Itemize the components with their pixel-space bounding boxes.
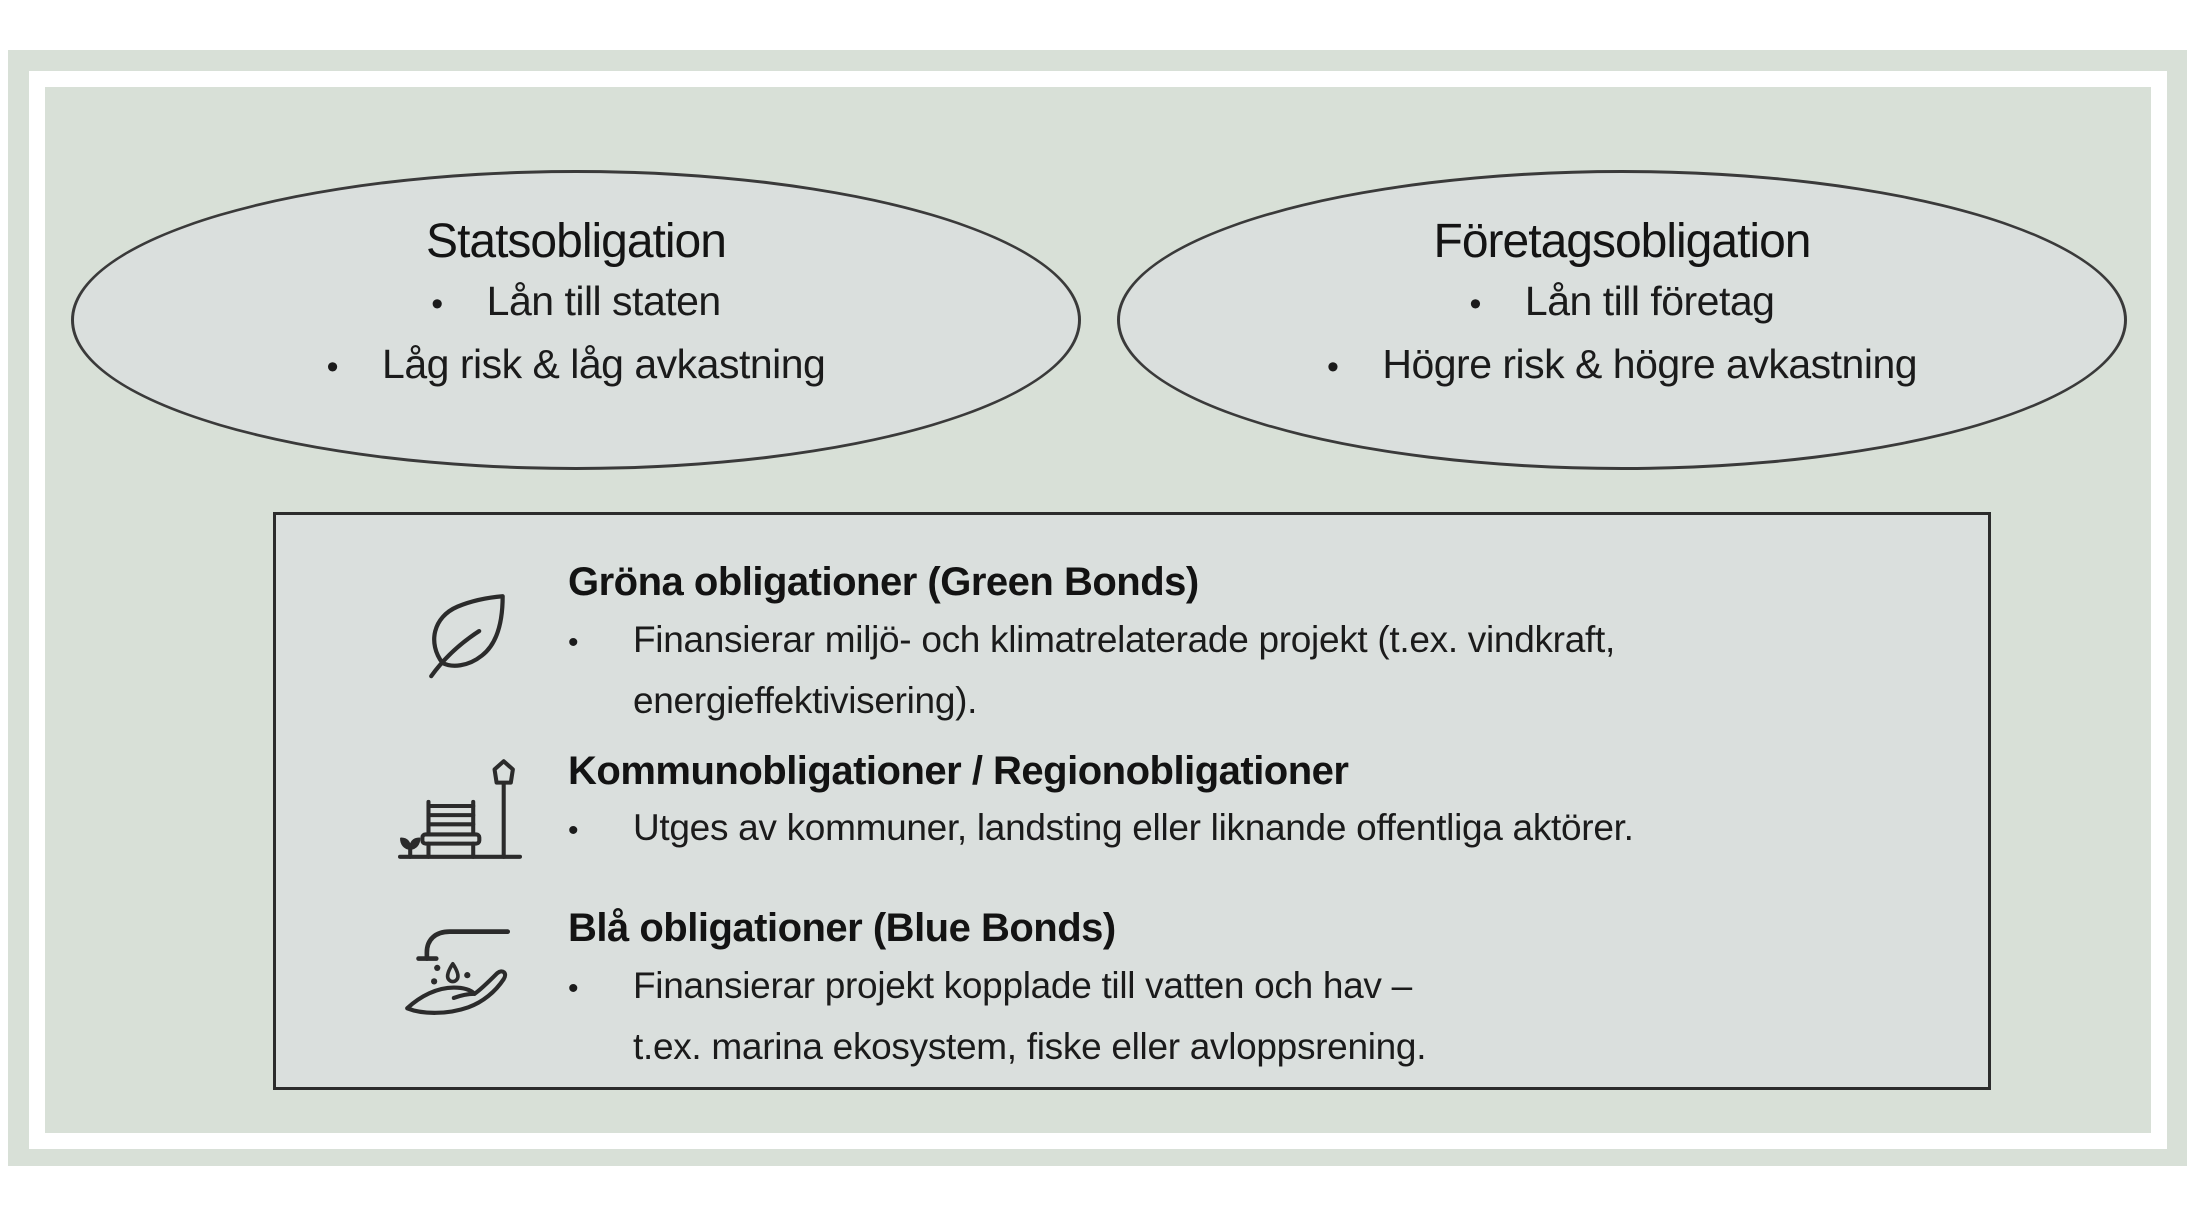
bullet-text: Finansierar miljö- och klimatrelaterade …: [633, 619, 1615, 660]
bullet-marker: •: [568, 972, 579, 1005]
ellipse-bullet-row: • Låg risk & låg avkastning: [74, 334, 1078, 397]
bullet-line: • Finansierar projekt kopplade till vatt…: [568, 957, 1968, 1018]
inner-white-frame: [29, 71, 2167, 1149]
bullet-text: t.ex. marina ekosystem, fiske eller avlo…: [633, 1026, 1427, 1067]
section-blue-bonds-body: • Finansierar projekt kopplade till vatt…: [568, 957, 1968, 1076]
ellipse-bullet-text: Låg risk & låg avkastning: [382, 341, 826, 387]
bullet-line-continuation: energieffektivisering).: [568, 672, 1968, 730]
bullet-marker: •: [431, 285, 443, 323]
bullet-marker: •: [326, 348, 339, 386]
section-heading: Gröna obligationer (Green Bonds): [568, 560, 1199, 604]
ellipse-bullet-row: • Högre risk & högre avkastning: [1120, 334, 2124, 397]
section-heading: Blå obligationer (Blue Bonds): [568, 906, 1116, 950]
leaf-icon: [419, 585, 513, 679]
bullet-line-continuation: t.ex. marina ekosystem, fiske eller avlo…: [568, 1018, 1968, 1076]
park-bench-icon: [398, 753, 522, 860]
ellipse-bullet-row: • Lån till företag: [1120, 271, 2124, 334]
ellipse-title: Statsobligation: [426, 215, 727, 268]
section-kommun-body: • Utges av kommuner, landsting eller lik…: [568, 799, 1968, 860]
section-heading: Kommunobligationer / Regionobligationer: [568, 749, 1349, 793]
bond-types-box: Gröna obligationer (Green Bonds) • Finan…: [273, 512, 1991, 1090]
ellipse-title: Företagsobligation: [1433, 215, 1812, 268]
bullet-text: Finansierar projekt kopplade till vatten…: [633, 965, 1412, 1006]
ellipse-bullet-text: Högre risk & högre avkastning: [1382, 341, 1918, 387]
bullet-marker: •: [568, 814, 579, 847]
section-kommun-heading: Kommunobligationer / Regionobligationer: [568, 744, 1968, 798]
bullet-line: • Utges av kommuner, landsting eller lik…: [568, 799, 1968, 860]
bullet-text: Utges av kommuner, landsting eller likna…: [633, 807, 1634, 848]
ellipse-bullet-text: Lån till staten: [486, 278, 722, 324]
ellipse-foretagsobligation: Företagsobligation • Lån till företag • …: [1117, 170, 2127, 470]
bullet-marker: •: [1469, 285, 1482, 323]
ellipse-bullet-row: • Lån till staten: [74, 271, 1078, 334]
bullet-text: energieffektivisering).: [633, 680, 978, 721]
bullet-line: • Finansierar miljö- och klimatrelaterad…: [568, 611, 1968, 672]
ellipse-bullet-text: Lån till företag: [1524, 278, 1775, 324]
ellipse-statsobligation: Statsobligation • Lån till staten • Låg …: [71, 170, 1081, 470]
bullet-marker: •: [568, 626, 579, 659]
hand-wash-icon: [402, 921, 516, 1020]
section-blue-bonds-heading: Blå obligationer (Blue Bonds): [568, 901, 1968, 955]
section-green-bonds-body: • Finansierar miljö- och klimatrelaterad…: [568, 611, 1968, 730]
section-green-bonds-heading: Gröna obligationer (Green Bonds): [568, 555, 1968, 609]
bullet-marker: •: [1326, 348, 1339, 386]
